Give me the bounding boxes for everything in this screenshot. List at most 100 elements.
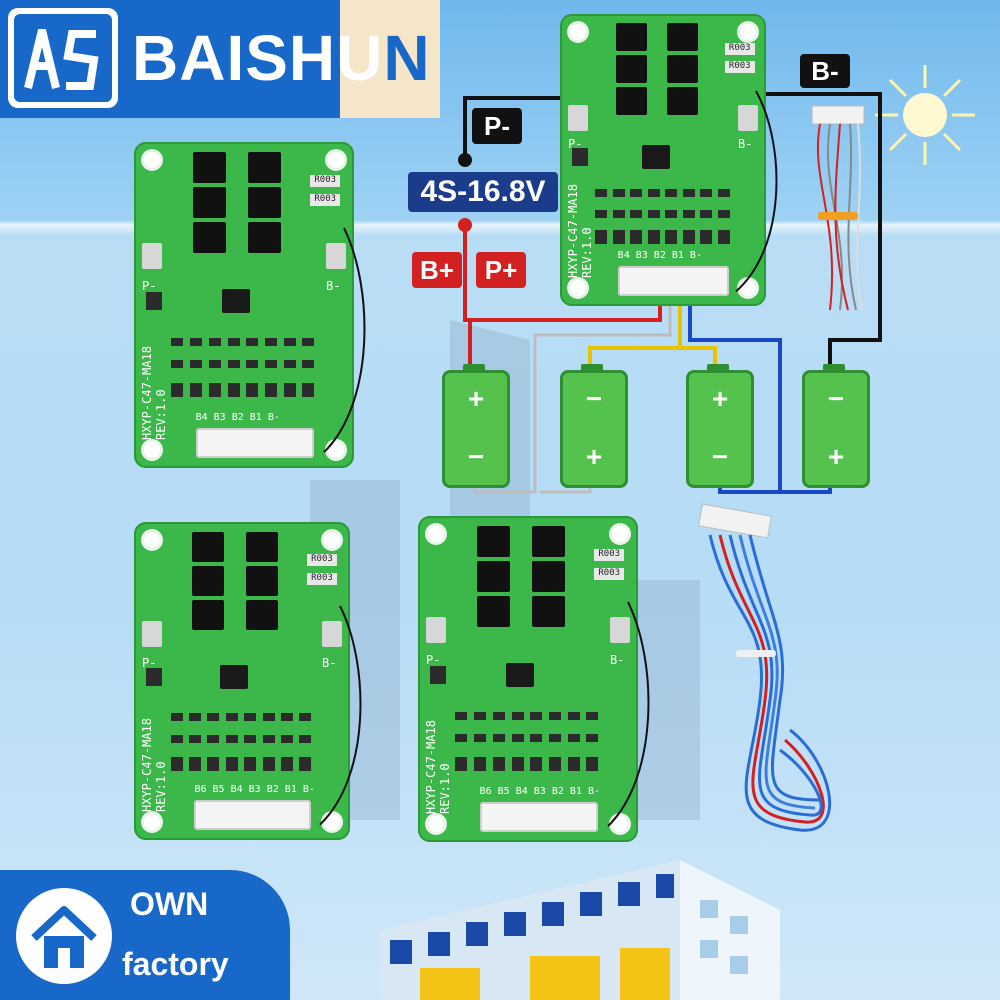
- smd-component: [665, 209, 678, 218]
- smd-component: [474, 734, 487, 743]
- battery-plus-label: +: [585, 441, 603, 472]
- smd-component: [207, 712, 220, 721]
- smd-component: [630, 209, 643, 218]
- mosfet-chip: [532, 595, 566, 627]
- smd-component: [595, 189, 608, 198]
- shunt-resistor: [594, 568, 624, 581]
- p-minus-tag: P-: [472, 108, 522, 144]
- battery-cell-1-icon: + −: [442, 364, 510, 488]
- smd-component: [511, 711, 524, 720]
- p-minus-label: P-: [142, 278, 157, 293]
- smd-component: [262, 712, 275, 721]
- smd-component: [225, 735, 238, 744]
- mount-hole: [144, 814, 160, 830]
- smd-component: [455, 711, 468, 720]
- smd-component: [700, 230, 713, 245]
- resistor-label: R003: [598, 568, 621, 579]
- mount-hole: [144, 532, 160, 548]
- mount-hole: [144, 152, 160, 168]
- smd-component: [190, 360, 203, 369]
- brand-name: BAISHUN: [132, 22, 431, 94]
- shunt-resistor: [724, 60, 755, 73]
- smd-component: [170, 757, 183, 772]
- protection-ic: [220, 665, 249, 690]
- thermistor-wire-icon: [319, 605, 362, 825]
- smd-component: [283, 360, 296, 369]
- smd-component: [189, 757, 202, 772]
- mosfet-chip: [532, 525, 566, 557]
- p-minus-label: P-: [426, 652, 441, 667]
- balance-connector: [194, 800, 311, 830]
- mosfet-chip: [477, 595, 511, 627]
- p-minus-pad: [426, 617, 446, 644]
- mosfet-chip: [192, 531, 225, 562]
- smd-component: [612, 209, 625, 218]
- board-model-label: HXYP-C47-MA18: [424, 720, 438, 814]
- smd-component: [682, 209, 695, 218]
- resistor-label: R003: [311, 572, 333, 583]
- smd-component: [474, 711, 487, 720]
- smd-component: [262, 735, 275, 744]
- battery-minus-label: −: [711, 441, 729, 472]
- resistor-label: R003: [311, 553, 333, 564]
- smd-component: [682, 230, 695, 245]
- board-rev-label: REV:1.0: [154, 761, 168, 812]
- smd-component: [280, 712, 293, 721]
- resistor-label: R003: [598, 548, 621, 559]
- b-minus-pad: [322, 620, 342, 647]
- smd-component: [189, 735, 202, 744]
- mount-hole: [324, 532, 340, 548]
- mount-hole: [144, 442, 160, 458]
- b-minus-pad: [326, 243, 346, 270]
- smd-component: [548, 711, 561, 720]
- smd-component: [207, 735, 220, 744]
- protection-ic: [506, 662, 534, 687]
- smd-component: [225, 712, 238, 721]
- mosfet-chip: [246, 599, 279, 630]
- mosfet-chip: [193, 221, 227, 253]
- battery-cell-4-icon: − +: [802, 364, 870, 488]
- shunt-resistor: [310, 174, 340, 187]
- smd-component: [567, 734, 580, 743]
- smd-component: [302, 383, 315, 398]
- wire-harness-small-icon: [811, 105, 865, 311]
- smd-component: [170, 735, 183, 744]
- mount-hole: [740, 24, 756, 40]
- mosfet-chip: [248, 151, 282, 183]
- smd-component: [171, 360, 184, 369]
- mosfet-chip: [193, 186, 227, 218]
- b-minus-pad: [738, 104, 758, 131]
- mosfet-chip: [248, 186, 282, 218]
- smd-component: [586, 711, 599, 720]
- balance-connector: [479, 802, 598, 832]
- mosfet-chip: [246, 531, 279, 562]
- smd-component: [530, 711, 543, 720]
- mosfet-chip: [477, 525, 511, 557]
- smd-component: [612, 230, 625, 245]
- smd-component: [302, 360, 315, 369]
- shunt-resistor: [594, 548, 624, 561]
- smd-component: [717, 209, 730, 218]
- smd-component: [647, 209, 660, 218]
- factory-label: factory: [122, 946, 229, 982]
- smd-component: [567, 757, 580, 772]
- b-minus-pad: [610, 617, 630, 644]
- mosfet-chip: [477, 560, 511, 592]
- p-minus-pad: [142, 243, 162, 270]
- b-plus-tag: B+: [412, 252, 462, 288]
- smd-component: [586, 734, 599, 743]
- smd-component: [511, 734, 524, 743]
- smd-component: [530, 757, 543, 772]
- smd-component: [492, 734, 505, 743]
- smd-component: [264, 337, 277, 346]
- shunt-resistor: [724, 43, 755, 56]
- smd-component: [264, 360, 277, 369]
- smd-component: [189, 712, 202, 721]
- transistor: [146, 668, 162, 687]
- mount-hole: [328, 442, 344, 458]
- board-model-label: HXYP-C47-MA18: [140, 346, 154, 440]
- b-minus-label: B-: [610, 652, 625, 667]
- mount-hole: [612, 526, 628, 542]
